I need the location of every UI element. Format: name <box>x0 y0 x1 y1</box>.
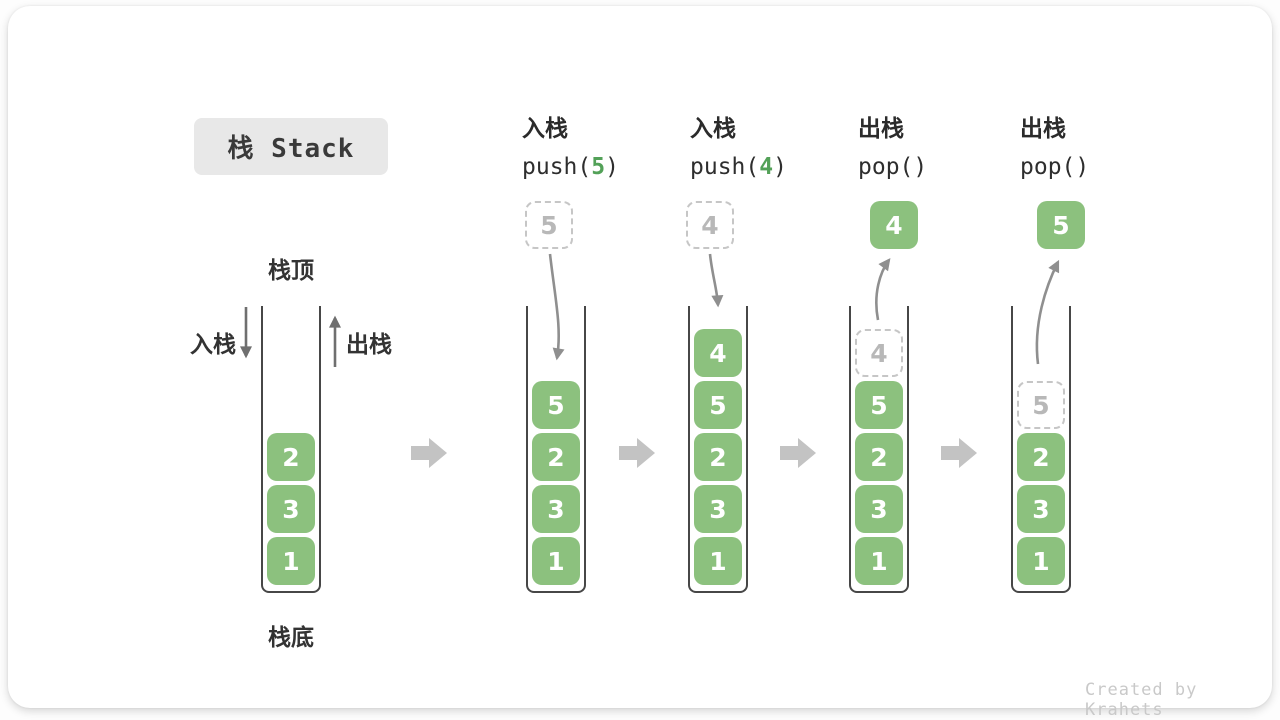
stack-bottom-label: 栈底 <box>268 625 314 651</box>
stack-cell: 1 <box>1017 537 1065 585</box>
watermark: Created by Krahets <box>1085 680 1198 720</box>
stack-container-pop-5: 5 2 3 1 <box>1011 306 1071 593</box>
diagram-title-text: 栈 Stack <box>227 134 355 164</box>
code-post: ) <box>913 154 928 180</box>
floating-cell-pushed-4: 4 <box>686 201 734 249</box>
step-arrow-icon <box>780 438 816 468</box>
code-post: ) <box>1075 154 1090 180</box>
stack-cell-ghost: 4 <box>855 329 903 377</box>
stack-cell: 1 <box>532 537 580 585</box>
stack-cell-ghost: 5 <box>1017 381 1065 429</box>
op-code: push(5) <box>522 154 619 180</box>
code-post: ) <box>605 154 619 180</box>
stack-cell: 3 <box>267 485 315 533</box>
floating-cell-popped-4: 4 <box>870 201 918 249</box>
stack-cell: 1 <box>855 537 903 585</box>
op-header-pop-5: 出栈 pop() <box>1020 109 1089 180</box>
push-side-label: 入栈 <box>190 332 236 358</box>
stack-top-label: 栈顶 <box>268 258 314 284</box>
stack-cell: 1 <box>267 537 315 585</box>
op-code: push(4) <box>690 154 787 180</box>
op-code: pop() <box>1020 154 1089 180</box>
stack-cell: 3 <box>532 485 580 533</box>
op-label: 入栈 <box>522 116 568 142</box>
diagram-card: 栈 Stack 入栈 push(5) 入栈 push(4) 出栈 pop() 出… <box>8 6 1272 720</box>
step-arrow-icon <box>411 438 447 468</box>
op-header-push-5: 入栈 push(5) <box>522 109 619 180</box>
push-4-flow-arrow-icon <box>708 253 724 308</box>
stack-cell: 2 <box>532 433 580 481</box>
stack-cell: 4 <box>694 329 742 377</box>
op-label: 入栈 <box>690 116 736 142</box>
stack-container-pop-4: 4 5 2 3 1 <box>849 306 909 593</box>
code-pre: push( <box>522 154 592 180</box>
stack-cell: 2 <box>855 433 903 481</box>
stack-cell: 3 <box>1017 485 1065 533</box>
code-arg: 4 <box>759 154 774 180</box>
stack-cell: 2 <box>267 433 315 481</box>
stack-cell: 5 <box>532 381 580 429</box>
code-pre: pop( <box>858 154 914 180</box>
code-pre: pop( <box>1020 154 1076 180</box>
op-header-push-4: 入栈 push(4) <box>690 109 787 180</box>
code-post: ) <box>773 154 787 180</box>
op-label: 出栈 <box>858 116 904 142</box>
floating-cell-pushed-5: 5 <box>525 201 573 249</box>
stack-cell: 5 <box>694 381 742 429</box>
pop-side-label: 出栈 <box>346 332 392 358</box>
code-pre: push( <box>690 154 760 180</box>
step-arrow-icon <box>619 438 655 468</box>
stack-cell: 3 <box>855 485 903 533</box>
stack-cell: 1 <box>694 537 742 585</box>
diagram-title: 栈 Stack <box>194 118 388 175</box>
stack-container-initial: 2 3 1 <box>261 306 321 593</box>
code-arg: 5 <box>591 154 606 180</box>
step-arrow-icon <box>941 438 977 468</box>
stack-container-after-push-5: 5 2 3 1 <box>526 306 586 593</box>
stack-cell: 3 <box>694 485 742 533</box>
floating-cell-popped-5: 5 <box>1037 201 1085 249</box>
stack-cell: 2 <box>1017 433 1065 481</box>
op-label: 出栈 <box>1020 116 1066 142</box>
stack-container-after-push-4: 4 5 2 3 1 <box>688 306 748 593</box>
op-code: pop() <box>858 154 927 180</box>
stack-cell: 2 <box>694 433 742 481</box>
stack-cell: 5 <box>855 381 903 429</box>
op-header-pop-4: 出栈 pop() <box>858 109 927 180</box>
